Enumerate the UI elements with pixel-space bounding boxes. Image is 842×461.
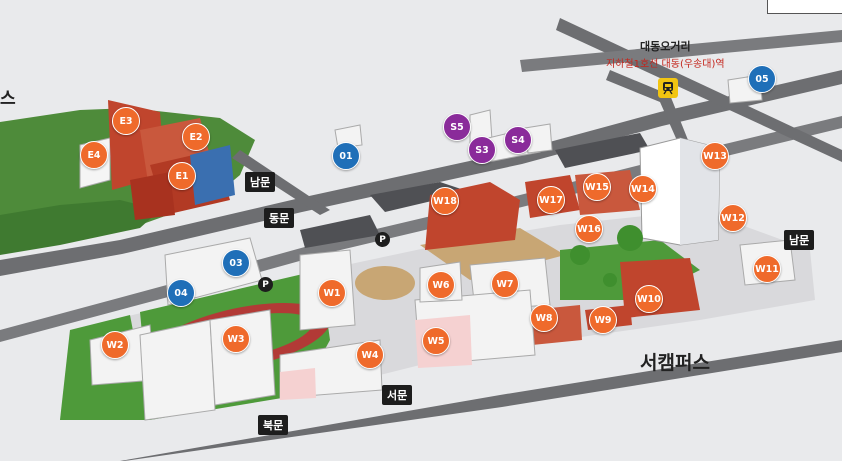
gate-south-right[interactable]: 남문 [784, 230, 815, 250]
gate-north[interactable]: 북문 [258, 415, 289, 435]
station-name: 대동오거리 [640, 40, 691, 53]
building-pin-w16[interactable]: W16 [575, 215, 603, 243]
building-pin-s4[interactable]: S4 [504, 126, 532, 154]
building-pin-w15[interactable]: W15 [583, 173, 611, 201]
building-pin-w7[interactable]: W7 [491, 270, 519, 298]
east-campus-label-partial: 스 [0, 89, 16, 109]
subway-train-icon[interactable] [658, 78, 678, 98]
building-pin-w6[interactable]: W6 [427, 271, 455, 299]
building-pin-w9[interactable]: W9 [589, 306, 617, 334]
gate-east[interactable]: 동문 [264, 208, 295, 228]
building-pin-e3[interactable]: E3 [112, 107, 140, 135]
building-pin-e4[interactable]: E4 [80, 141, 108, 169]
parking-icon: P [375, 232, 390, 247]
building-pin-w5[interactable]: W5 [422, 327, 450, 355]
gate-west[interactable]: 서문 [382, 385, 413, 405]
gate-south-left[interactable]: 남문 [245, 172, 276, 192]
building-pin-03[interactable]: 03 [222, 249, 250, 277]
building-pin-w18[interactable]: W18 [431, 187, 459, 215]
building-pin-w17[interactable]: W17 [537, 186, 565, 214]
main-road [0, 70, 842, 276]
building-pin-w13[interactable]: W13 [701, 142, 729, 170]
building-pin-e2[interactable]: E2 [182, 123, 210, 151]
building-pin-w1[interactable]: W1 [318, 279, 346, 307]
building-pin-01[interactable]: 01 [332, 142, 360, 170]
building-pin-04[interactable]: 04 [167, 279, 195, 307]
building-pin-w10[interactable]: W10 [635, 285, 663, 313]
building-pin-w3[interactable]: W3 [222, 325, 250, 353]
building-pin-w4[interactable]: W4 [356, 341, 384, 369]
top-right-box [767, 0, 842, 14]
building-pin-w11[interactable]: W11 [753, 255, 781, 283]
building-pin-w14[interactable]: W14 [629, 175, 657, 203]
building-pin-e1[interactable]: E1 [168, 162, 196, 190]
building-pin-05[interactable]: 05 [748, 65, 776, 93]
building-pin-w12[interactable]: W12 [719, 204, 747, 232]
building-pin-s3[interactable]: S3 [468, 136, 496, 164]
building-pin-w2[interactable]: W2 [101, 331, 129, 359]
west-campus-label: 서캠퍼스 [640, 352, 710, 374]
train-icon [663, 82, 673, 95]
parking-icon: P [258, 277, 273, 292]
building-pin-w8[interactable]: W8 [530, 304, 558, 332]
building-pin-s5[interactable]: S5 [443, 113, 471, 141]
south-road [120, 340, 842, 461]
station-line-label: 지하철1호선 대동(우송대)역 [606, 59, 725, 70]
